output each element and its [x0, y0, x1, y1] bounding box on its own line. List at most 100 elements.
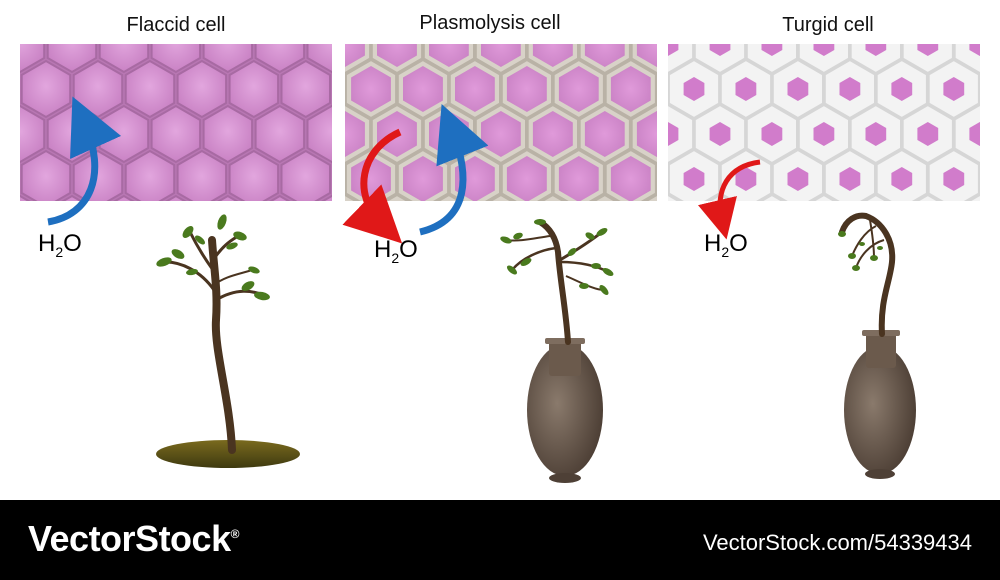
cell-vacuole: [995, 167, 1000, 191]
cell-vacuole: [658, 212, 679, 236]
cell-protoplast: [610, 156, 651, 201]
watermark-footer: VectorStock® VectorStock.com/54339434: [0, 500, 1000, 580]
cell: [773, 240, 823, 298]
cell: [450, 0, 500, 28]
cell: [877, 0, 927, 28]
cell: [228, 59, 280, 119]
cell-vacuole: [814, 212, 835, 236]
cell-protoplast: [663, 0, 703, 22]
cell-protoplast: [345, 44, 365, 67]
cell-vacuole: [840, 0, 861, 11]
cell: [165, 194, 187, 201]
cell: [981, 0, 1000, 28]
cell-protoplast: [584, 44, 625, 67]
cell: [22, 0, 70, 27]
cell: [230, 0, 279, 27]
cell: [61, 194, 83, 201]
diagram-scene: [20, 0, 1000, 483]
cell-vacuole: [735, 77, 757, 101]
cell: [126, 0, 175, 27]
cell: [710, 0, 760, 28]
cell-protoplast: [481, 111, 521, 157]
cell-vacuole: [813, 122, 835, 146]
cell: [797, 44, 850, 75]
cell: [981, 240, 1000, 298]
cell: [398, 0, 448, 28]
cell-protoplast: [715, 0, 755, 22]
cell: [915, 193, 941, 201]
cell: [721, 0, 771, 28]
cell-vacuole: [995, 0, 1000, 11]
cell-vacuole: [683, 167, 705, 191]
cell-protoplast: [507, 0, 547, 22]
cell-vacuole: [788, 257, 809, 281]
cell: [693, 44, 747, 75]
cell-protoplast: [351, 66, 391, 112]
cell: [98, 44, 150, 74]
cell: [668, 103, 695, 165]
cell-protoplast: [559, 246, 599, 292]
cell: [124, 59, 176, 119]
cell-vacuole: [632, 0, 653, 11]
cell: [591, 195, 641, 253]
cell: [606, 0, 656, 28]
cell-vacuole: [917, 44, 939, 56]
cell-protoplast: [325, 201, 365, 247]
cell: [178, 0, 227, 27]
cell: [20, 194, 31, 201]
cell-protoplast: [506, 156, 547, 201]
cell: [334, 0, 383, 27]
cell: [46, 44, 98, 74]
cell-protoplast: [636, 44, 657, 67]
cell: [967, 193, 980, 201]
cell-protoplast: [611, 0, 651, 22]
cell-protoplast: [558, 66, 599, 112]
cell-vacuole: [735, 167, 757, 191]
cell: [668, 193, 681, 201]
cell-vacuole: [762, 212, 783, 236]
cell: [150, 104, 202, 164]
cell: [979, 163, 980, 195]
cell-vacuole: [943, 167, 965, 191]
cell-vacuole: [891, 77, 913, 101]
cell-protoplast: [455, 246, 495, 292]
cell-protoplast: [403, 66, 443, 112]
cell-vacuole: [917, 212, 938, 236]
cell: [644, 193, 657, 201]
stock-id-text: VectorStock.com/54339434: [702, 530, 972, 555]
cell: [202, 104, 254, 164]
cell: [592, 193, 618, 201]
cell-vacuole: [865, 44, 887, 56]
water-out-arrow-plasmolysis: [342, 128, 403, 244]
cell-protoplast: [610, 66, 651, 112]
water-in-arrow-flaccid: [47, 96, 122, 226]
plant-in-vase-plasmolysis: [500, 219, 614, 483]
cell-vacuole: [668, 122, 679, 146]
plasmolysis-cells-panel: [273, 0, 760, 298]
cell: [811, 193, 837, 201]
cell: [74, 0, 123, 27]
cell: [294, 240, 344, 298]
cell: [254, 44, 306, 74]
cell: [126, 241, 175, 297]
water-out-arrow-turgid: [697, 159, 761, 240]
cell: [306, 44, 332, 74]
cell: [436, 193, 462, 201]
cell: [979, 73, 980, 105]
cell-vacuole: [891, 167, 913, 191]
cell-protoplast: [377, 44, 417, 67]
cell-protoplast: [299, 246, 339, 292]
cell-vacuole: [684, 0, 705, 11]
cell: [294, 0, 344, 28]
cell-vacuole: [969, 212, 990, 236]
cell: [825, 0, 875, 28]
cell: [554, 0, 604, 28]
cell: [658, 240, 708, 298]
water-in-arrow-plasmolysis: [419, 103, 489, 236]
cell-protoplast: [273, 201, 313, 247]
cell-vacuole: [943, 0, 964, 11]
cell-vacuole: [865, 122, 887, 146]
cell-protoplast: [611, 246, 651, 292]
cell: [773, 0, 823, 28]
cell: [280, 59, 331, 119]
